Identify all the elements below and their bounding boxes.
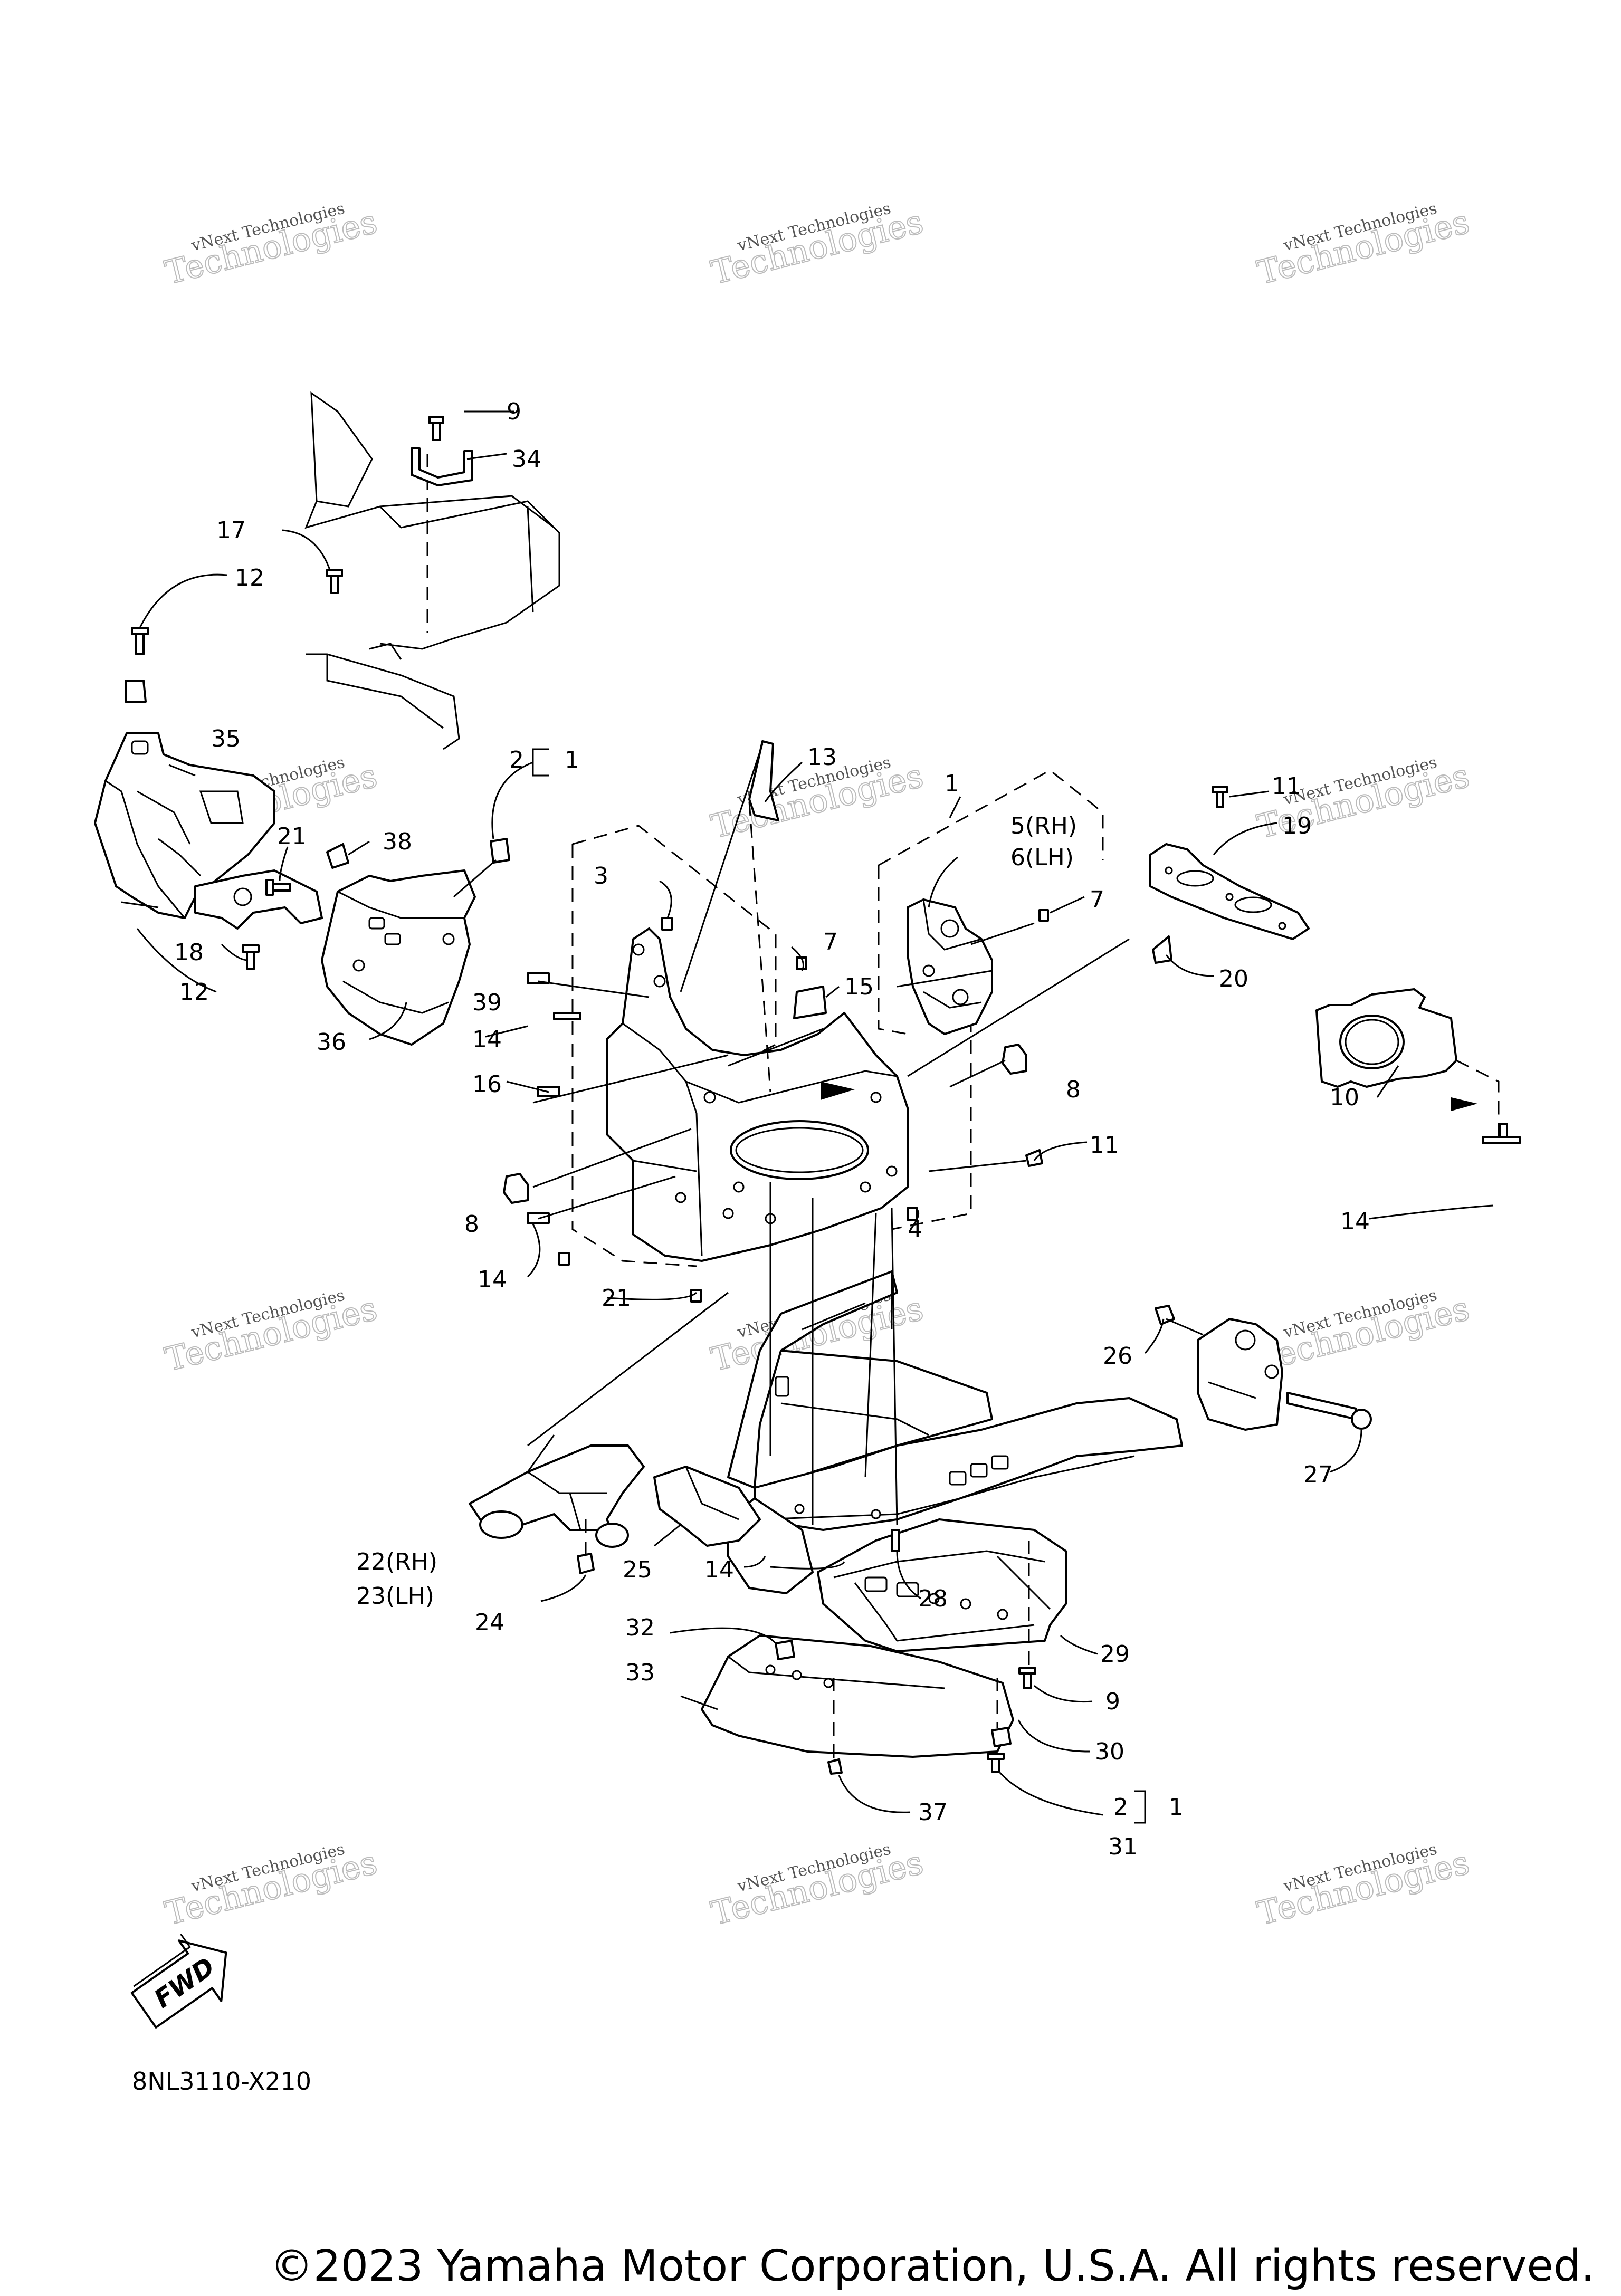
callout-36: 36 <box>317 1029 346 1056</box>
callout-14-lower: 14 <box>704 1556 734 1583</box>
front-panel <box>606 927 909 1262</box>
callout-19: 19 <box>1282 812 1312 839</box>
callout-9-top: 9 <box>507 398 521 425</box>
callout-11-top: 11 <box>1272 773 1301 800</box>
callout-1-upper: 1 <box>565 747 579 773</box>
callout-16: 16 <box>472 1071 502 1098</box>
nut-2-lower <box>991 1727 1012 1747</box>
nut-24 <box>577 1553 595 1574</box>
callout-15: 15 <box>844 973 874 1000</box>
callout-29: 29 <box>1100 1641 1130 1668</box>
clip-37 <box>827 1758 843 1775</box>
bolt-26 <box>1155 1305 1204 1336</box>
callout-6-lh: 6(LH) <box>1010 844 1074 871</box>
callout-12-lower: 12 <box>179 979 209 1006</box>
bolt-18 <box>242 944 260 970</box>
bracket-right-26-27 <box>1197 1318 1283 1431</box>
callout-3: 3 <box>594 863 608 889</box>
callout-11-center: 11 <box>1090 1132 1119 1159</box>
damper-8-right <box>1002 1044 1027 1075</box>
bolt-21-upper <box>265 879 291 896</box>
skid-plate-29 <box>817 1518 1067 1652</box>
callout-25: 25 <box>623 1556 652 1583</box>
group-boundary-right <box>878 769 1104 1230</box>
callout-33: 33 <box>625 1659 655 1686</box>
clip-38 <box>326 843 349 869</box>
guard-36 <box>321 869 476 1046</box>
small-bolts-center <box>527 917 1043 1303</box>
fwd-arrow-icon: FWD <box>130 1934 227 2029</box>
callout-22-rh: 22(RH) <box>356 1548 437 1575</box>
callout-9-lower: 9 <box>1105 1688 1120 1715</box>
clip-32 <box>775 1640 795 1660</box>
callout-5-rh: 5(RH) <box>1010 812 1077 839</box>
plate-19 <box>1149 843 1310 940</box>
bolt-9-lower <box>1018 1667 1036 1689</box>
callout-39: 39 <box>472 989 502 1016</box>
hanger-25 <box>653 1466 761 1547</box>
callout-20: 20 <box>1219 965 1248 992</box>
bolt-11-top <box>1212 786 1228 808</box>
callout-26: 26 <box>1103 1343 1132 1370</box>
callout-10: 10 <box>1330 1084 1359 1111</box>
callout-14-left-lower: 14 <box>478 1266 507 1293</box>
callout-1-lower: 1 <box>1169 1794 1184 1821</box>
inset-mount-sketch <box>304 391 560 750</box>
callout-21-upper: 21 <box>277 823 307 850</box>
callout-labels: 9 34 17 12 35 21 38 2 1 3 13 1 5(RH) 6(L… <box>174 398 1370 1860</box>
callout-14-left-upper: 14 <box>472 1026 502 1053</box>
screw-7-right <box>1038 909 1049 922</box>
callout-8-right: 8 <box>1066 1076 1081 1103</box>
clip-2-upper <box>490 838 510 864</box>
damper-8-left <box>503 1173 529 1204</box>
bolt-9-top <box>428 416 444 441</box>
callout-28: 28 <box>918 1585 948 1612</box>
main-frame <box>727 1270 1183 1594</box>
connection-lines <box>121 801 1130 1759</box>
bracket-13 <box>680 740 779 992</box>
bolt-28 <box>891 1529 900 1552</box>
copyright-notice: ©2023 Yamaha Motor Corporation, U.S.A. A… <box>270 2241 1595 2291</box>
callout-23-lh: 23(LH) <box>356 1583 434 1610</box>
bolt-17 <box>326 569 343 594</box>
callout-37: 37 <box>918 1799 948 1826</box>
callout-1-center: 1 <box>945 770 959 797</box>
callout-14-right: 14 <box>1340 1208 1370 1235</box>
callout-8-left: 8 <box>464 1211 479 1238</box>
screw-12-upper <box>125 627 149 703</box>
callout-2-upper: 2 <box>509 747 524 773</box>
callout-32: 32 <box>625 1614 655 1641</box>
callout-17: 17 <box>216 517 246 544</box>
bracket-34 <box>411 447 473 486</box>
callout-38: 38 <box>383 828 412 855</box>
callout-35: 35 <box>211 725 241 752</box>
callout-24: 24 <box>475 1609 504 1636</box>
callout-34: 34 <box>512 446 541 473</box>
callout-30: 30 <box>1095 1738 1124 1765</box>
mount-22-23 <box>469 1444 645 1548</box>
callout-7-right: 7 <box>1090 886 1104 913</box>
callout-12-upper: 12 <box>235 565 264 591</box>
callout-leaders <box>136 410 1494 1824</box>
bolt-27 <box>1286 1392 1372 1430</box>
callout-18: 18 <box>174 939 204 966</box>
callout-2-lower: 2 <box>1113 1794 1128 1821</box>
bolt-31 <box>987 1753 1005 1773</box>
bracket-5-6 <box>907 898 993 1035</box>
callout-4: 4 <box>908 1216 922 1243</box>
callout-31: 31 <box>1108 1833 1138 1860</box>
skid-plate-33 <box>701 1634 1014 1758</box>
bracket-15 <box>793 986 827 1019</box>
callout-27: 27 <box>1303 1461 1333 1488</box>
callout-13: 13 <box>807 744 837 771</box>
plate-10 <box>1315 988 1521 1144</box>
callout-21-lower: 21 <box>602 1285 631 1312</box>
callout-7-center: 7 <box>823 929 838 955</box>
figure-code: 8NL3110-X210 <box>132 2067 311 2096</box>
